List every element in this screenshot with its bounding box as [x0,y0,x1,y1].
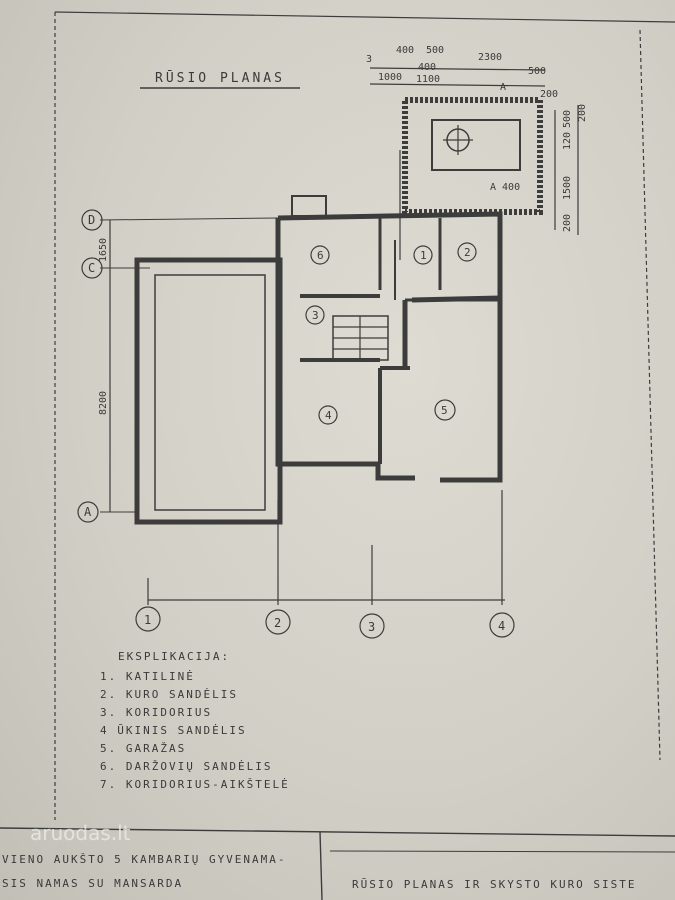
room-bubble-1 [413,245,433,265]
dim-line-top [369,67,546,71]
dim-400: 400 [396,45,414,56]
basement-wall-right [440,300,503,483]
axis-bubble-1 [135,606,161,632]
room-bubble-6 [310,245,330,265]
room-label-2: 2 [464,246,471,259]
axis-line-D [99,217,279,221]
left-room-wall [134,257,283,525]
room-bubble-2 [457,242,477,262]
room-bubble-5 [434,399,456,421]
sheet-border-top [54,11,675,23]
dim-500: 500 [426,45,444,56]
dim-1500: 1500 [562,176,573,200]
room-label-5: 5 [441,404,448,417]
legend-item: 5. GARAŽAS [100,742,186,755]
dim-200-vertical: 200 [577,104,588,122]
room-label-6: 6 [317,249,324,262]
tank-enclosure [402,97,543,215]
axis-bubble-3 [359,613,385,639]
dim-120: 120 [562,132,573,150]
dim-500-vertical: 500 [562,110,573,128]
section-mark-a400: A 400 [490,182,520,193]
axis-bubble-4 [489,612,515,638]
axis-bubble-C [81,257,103,279]
chimney [291,195,327,217]
axis-bubble-A [77,501,99,523]
titleblock-inner-line [329,850,675,853]
axis-label-3: 3 [368,620,375,634]
dim-200-vertical-2: 200 [562,214,573,232]
legend-item: 6. DARŽOVIŲ SANDĖLIS [100,760,272,773]
dim-400b: 400 [418,62,436,73]
titleblock-divider [319,831,323,900]
dim-1000: 1000 [378,72,402,83]
room-label-4: 4 [325,409,332,422]
titleblock-right: RŪSIO PLANAS IR SKYSTO KURO SISTE [352,878,637,891]
axis-label-1: 1 [144,613,151,627]
axis-label-2: 2 [274,616,281,630]
titleblock-top-line [0,827,675,837]
titleblock-left-line2: SIS NAMAS SU MANSARDA [2,877,183,890]
axis-label-A: A [84,505,92,519]
legend-item: 2. KURO SANDĖLIS [100,688,238,701]
legend-item: 7. KORIDORIUS-AIKŠTELĖ [100,778,290,791]
room-label-1: 1 [420,249,427,262]
dim-line-top2 [369,83,546,87]
section-mark-a: A [500,82,506,93]
left-room-inner [154,274,266,511]
room-bubble-4 [318,405,338,425]
room-label-3: 3 [312,309,319,322]
axis-label-C: C [88,261,95,275]
dim-8200: 8200 [98,391,109,415]
axis-label-4: 4 [498,619,505,633]
watermark-logo: aruodas.lt [30,821,131,845]
legend-item: 1. KATILINĖ [100,670,195,683]
dim-200: 200 [540,89,558,100]
sheet-border-right [639,29,661,761]
axis-bubble-D [81,209,103,231]
room-bubble-3 [305,305,325,325]
dim-2300: 2300 [478,52,502,63]
plan-title: RŪSIO PLANAS [155,71,285,86]
legend-item: 3. KORIDORIUS [100,706,212,719]
titleblock-left-line1: VIENO AUKŠTO 5 KAMBARIŲ GYVENAMA- [2,853,287,866]
dim-1100: 1100 [416,74,440,85]
dim-3: 3 [366,54,372,65]
fuel-tank [431,119,521,171]
axis-bubble-2 [265,609,291,635]
axis-label-D: D [88,213,95,227]
dim-500b: 500 [528,66,546,77]
legend-item: 4 ŪKINIS SANDĖLIS [100,724,247,737]
legend-heading: EKSPLIKACIJA: [118,650,230,663]
dim-1650: 1650 [98,238,109,262]
